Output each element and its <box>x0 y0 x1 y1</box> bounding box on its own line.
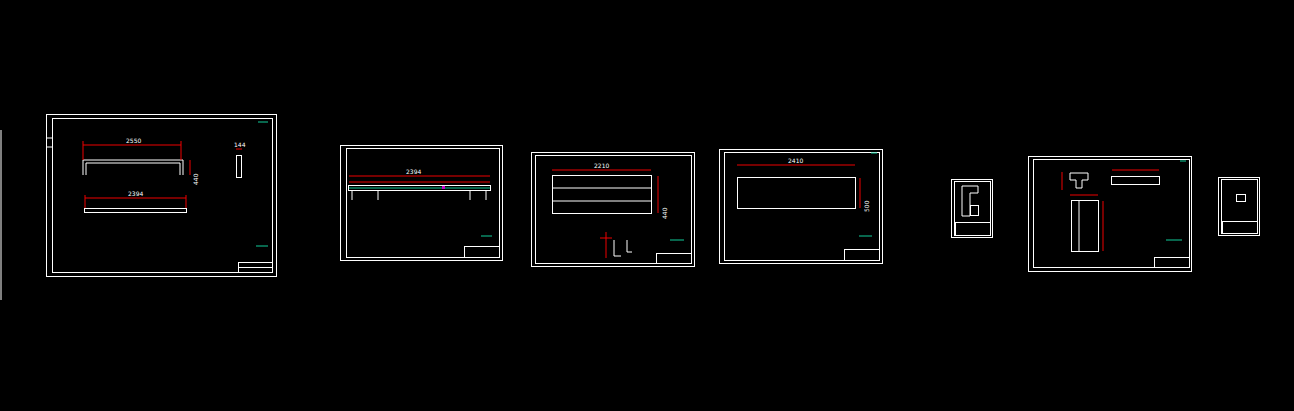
dimension-text: 500 <box>863 200 870 213</box>
dimension-text: 2550 <box>125 137 142 144</box>
dimension-text: 2410 <box>787 157 804 164</box>
dimension-text: 2210 <box>593 162 610 169</box>
dimension-text: 440 <box>661 207 668 220</box>
dimension-text: 440 <box>192 173 199 186</box>
dimension-text: 2394 <box>405 168 422 175</box>
dimension-text: 2394 <box>127 190 144 197</box>
dimension-text: 144 <box>233 141 246 148</box>
